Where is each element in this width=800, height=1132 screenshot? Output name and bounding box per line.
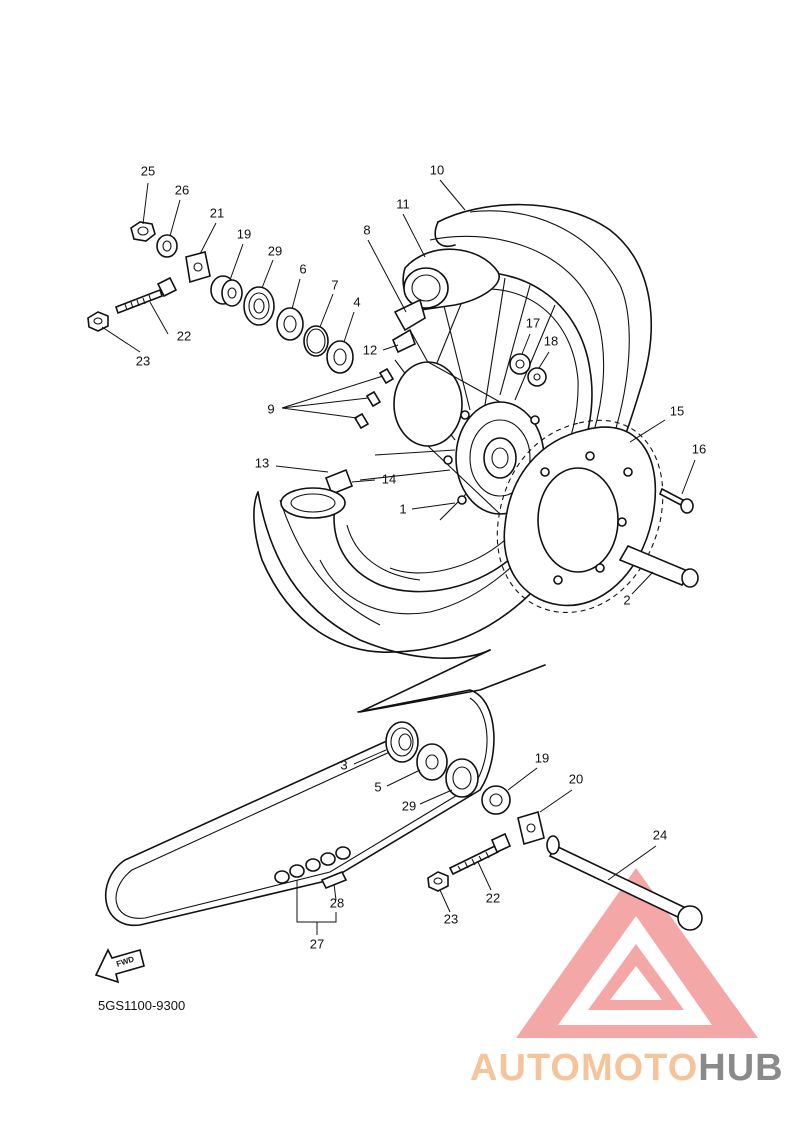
callout-19-lower: 19 (535, 750, 549, 765)
callout-29: 29 (268, 243, 282, 258)
watermark-text-part2: HUB (698, 1047, 783, 1089)
circlip-7 (303, 325, 329, 357)
callout-9: 9 (267, 401, 274, 416)
callout-27: 27 (310, 936, 324, 951)
callout-28: 28 (330, 895, 344, 910)
callout-26: 26 (175, 182, 189, 197)
callout-23-lower: 23 (444, 911, 458, 926)
callout-21: 21 (210, 205, 224, 220)
washer-26 (156, 234, 178, 258)
collar-19-lower (481, 785, 511, 815)
callout-16: 16 (692, 441, 706, 456)
spokes (359, 277, 556, 521)
watermark-text-part1: AUTOMOTO (470, 1047, 698, 1089)
callout-13: 13 (255, 455, 269, 470)
tire-stopper-13 (280, 468, 354, 519)
adjuster-20 (517, 810, 545, 846)
callout-25: 25 (141, 163, 155, 178)
oil-seal-29 (243, 286, 275, 326)
bearing-3 (385, 721, 419, 763)
valve-12 (391, 328, 416, 354)
svg-text:AUTOMOTOHUB: AUTOMOTOHUB (470, 1047, 784, 1089)
adjuster-21 (185, 251, 211, 284)
callout-4: 4 (353, 294, 360, 309)
oil-seal-29-lower (445, 758, 479, 798)
callout-3: 3 (340, 757, 347, 772)
callout-22-lower: 22 (486, 890, 500, 905)
callout-20: 20 (569, 771, 583, 786)
bolt-22-upper (114, 276, 178, 315)
spacer-6 (276, 307, 304, 341)
part-code: 5GS1100-9300 (98, 998, 185, 1013)
collar-2 (618, 544, 699, 588)
callout-2: 2 (623, 592, 630, 607)
chain-joint-27 (274, 846, 351, 890)
collar-17 (509, 353, 531, 375)
nut-23-upper (87, 311, 109, 332)
fwd-arrow-icon: FWD (94, 948, 145, 984)
nut-23-lower (427, 871, 449, 892)
callout-23: 23 (136, 353, 150, 368)
callout-7: 7 (331, 277, 338, 292)
tube-11 (402, 248, 500, 311)
callout-10: 10 (430, 162, 444, 177)
bolt-16 (658, 487, 694, 514)
callout-1: 1 (399, 501, 406, 516)
collar-19 (210, 275, 243, 307)
washer-18 (527, 367, 547, 387)
callout-labels: 25 26 21 19 29 6 7 4 8 11 10 12 17 18 22… (136, 162, 706, 951)
callout-15: 15 (670, 403, 684, 418)
axle-24 (546, 835, 703, 931)
watermark-text: AUTOMOTOHUB (470, 1047, 784, 1089)
bolt-22-lower (448, 832, 512, 876)
bearing-4 (326, 340, 354, 374)
watermark-logo (516, 868, 758, 1038)
callout-19: 19 (237, 226, 251, 241)
bolts-9 (353, 367, 395, 430)
leader-lines (101, 179, 696, 935)
callout-14: 14 (382, 471, 396, 486)
nut-25 (130, 221, 156, 242)
callout-18: 18 (544, 333, 558, 348)
callout-24: 24 (653, 827, 667, 842)
callout-17: 17 (526, 315, 540, 330)
callout-8: 8 (363, 222, 370, 237)
callout-11: 11 (396, 196, 410, 211)
spacer-5 (416, 743, 448, 781)
sprocket (496, 419, 664, 614)
callout-6: 6 (299, 261, 306, 276)
callout-12: 12 (363, 342, 377, 357)
drive-chain (104, 689, 495, 926)
rear-wheel-assembly (253, 203, 652, 713)
callout-29-lower: 29 (402, 798, 416, 813)
callout-5: 5 (374, 779, 381, 794)
callout-22: 22 (177, 328, 191, 343)
rim-band-8 (393, 298, 426, 332)
